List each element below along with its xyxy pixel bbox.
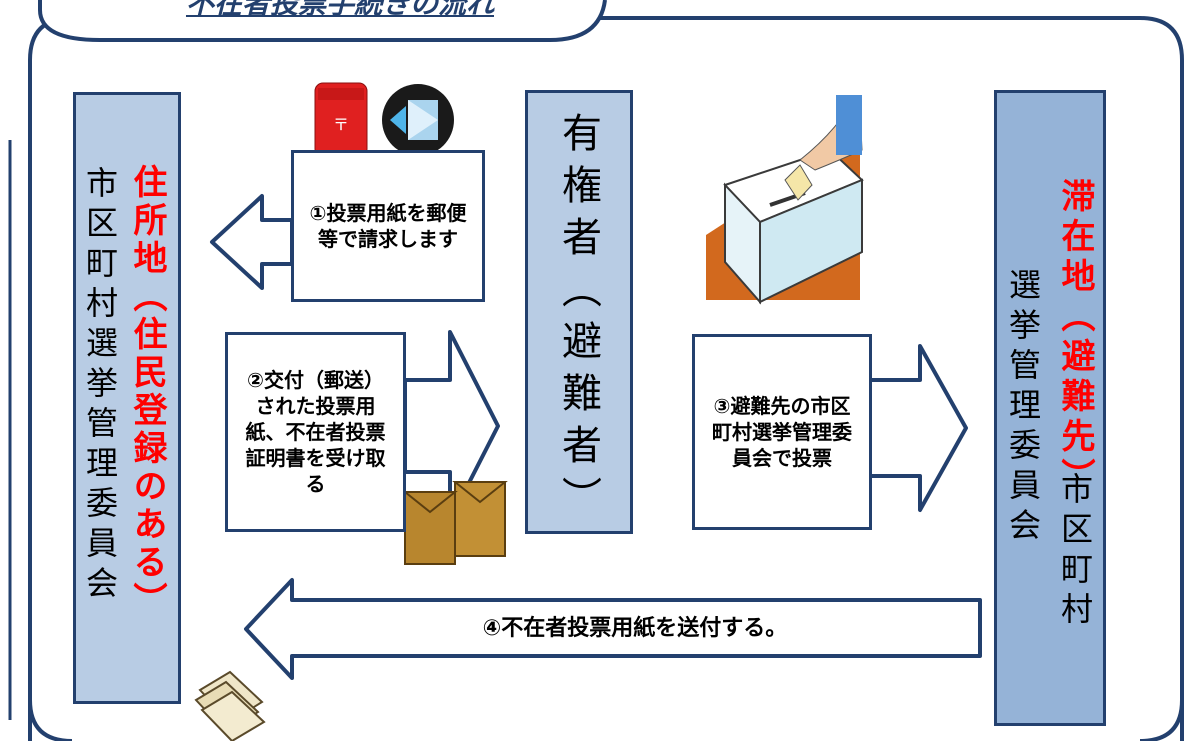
mail-send-icon	[382, 84, 454, 156]
step3-note: ③避難先の市区町村選挙管理委員会で投票	[692, 334, 872, 530]
step1-note: ①投票用紙を郵便等で請求します	[291, 150, 485, 302]
page-title: 不在者投票手続きの流れ	[185, 0, 494, 20]
mail-stack-icon	[194, 670, 266, 741]
svg-text:〒: 〒	[333, 115, 349, 134]
stay-election-board-column	[994, 90, 1106, 726]
home-black-label: 市区町村選挙管理委員会	[81, 166, 119, 606]
step2-text: ②交付（郵送）された投票用紙、不在者投票証明書を受け取る	[245, 368, 386, 496]
step4-text: ④不在者投票用紙を送付する。	[482, 616, 788, 641]
voter-label: 有権者（避難者）	[555, 112, 601, 528]
envelopes-icon	[402, 481, 508, 565]
home-election-board-column	[73, 92, 181, 704]
home-red-label: 住所地（住民登録のある）	[127, 164, 167, 620]
stay-red-label: 滞在地（避難先）	[1055, 178, 1095, 498]
ballot-box-icon	[706, 95, 864, 305]
step1-text: ①投票用紙を郵便等で請求します	[309, 201, 467, 251]
step3-text: ③避難先の市区町村選挙管理委員会で投票	[712, 394, 852, 470]
step2-note: ②交付（郵送）された投票用紙、不在者投票証明書を受け取る	[225, 332, 406, 532]
stay-black-label-2: 選挙管理委員会	[1004, 268, 1042, 548]
stay-black-label-1: 市区町村	[1056, 472, 1094, 632]
voter-column	[525, 90, 633, 534]
